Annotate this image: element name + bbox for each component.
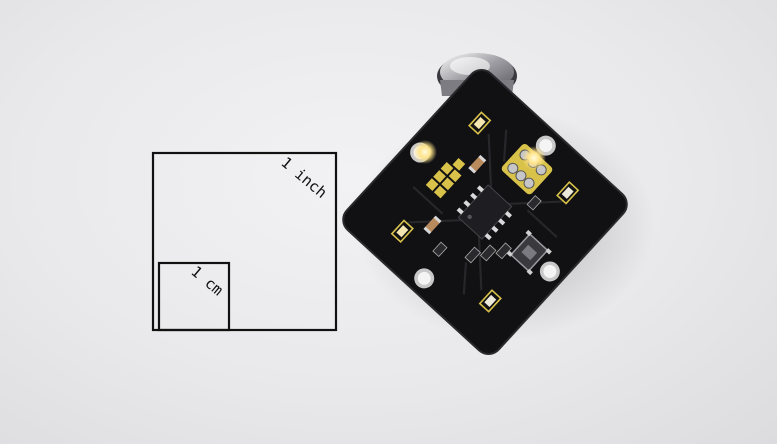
cm-label: 1 cm xyxy=(187,262,226,299)
ic-chip xyxy=(456,184,513,241)
inch-label: 1 inch xyxy=(277,153,330,202)
inch-square xyxy=(151,151,338,332)
leds xyxy=(390,111,580,313)
cm-square xyxy=(157,261,231,332)
gold-logo xyxy=(425,157,466,199)
slide-switch xyxy=(506,229,552,276)
scale-drawing: 1 inch 1 cm xyxy=(151,151,338,332)
led-glow xyxy=(413,140,546,170)
pcb-board xyxy=(342,69,628,355)
smd-components xyxy=(423,154,542,264)
